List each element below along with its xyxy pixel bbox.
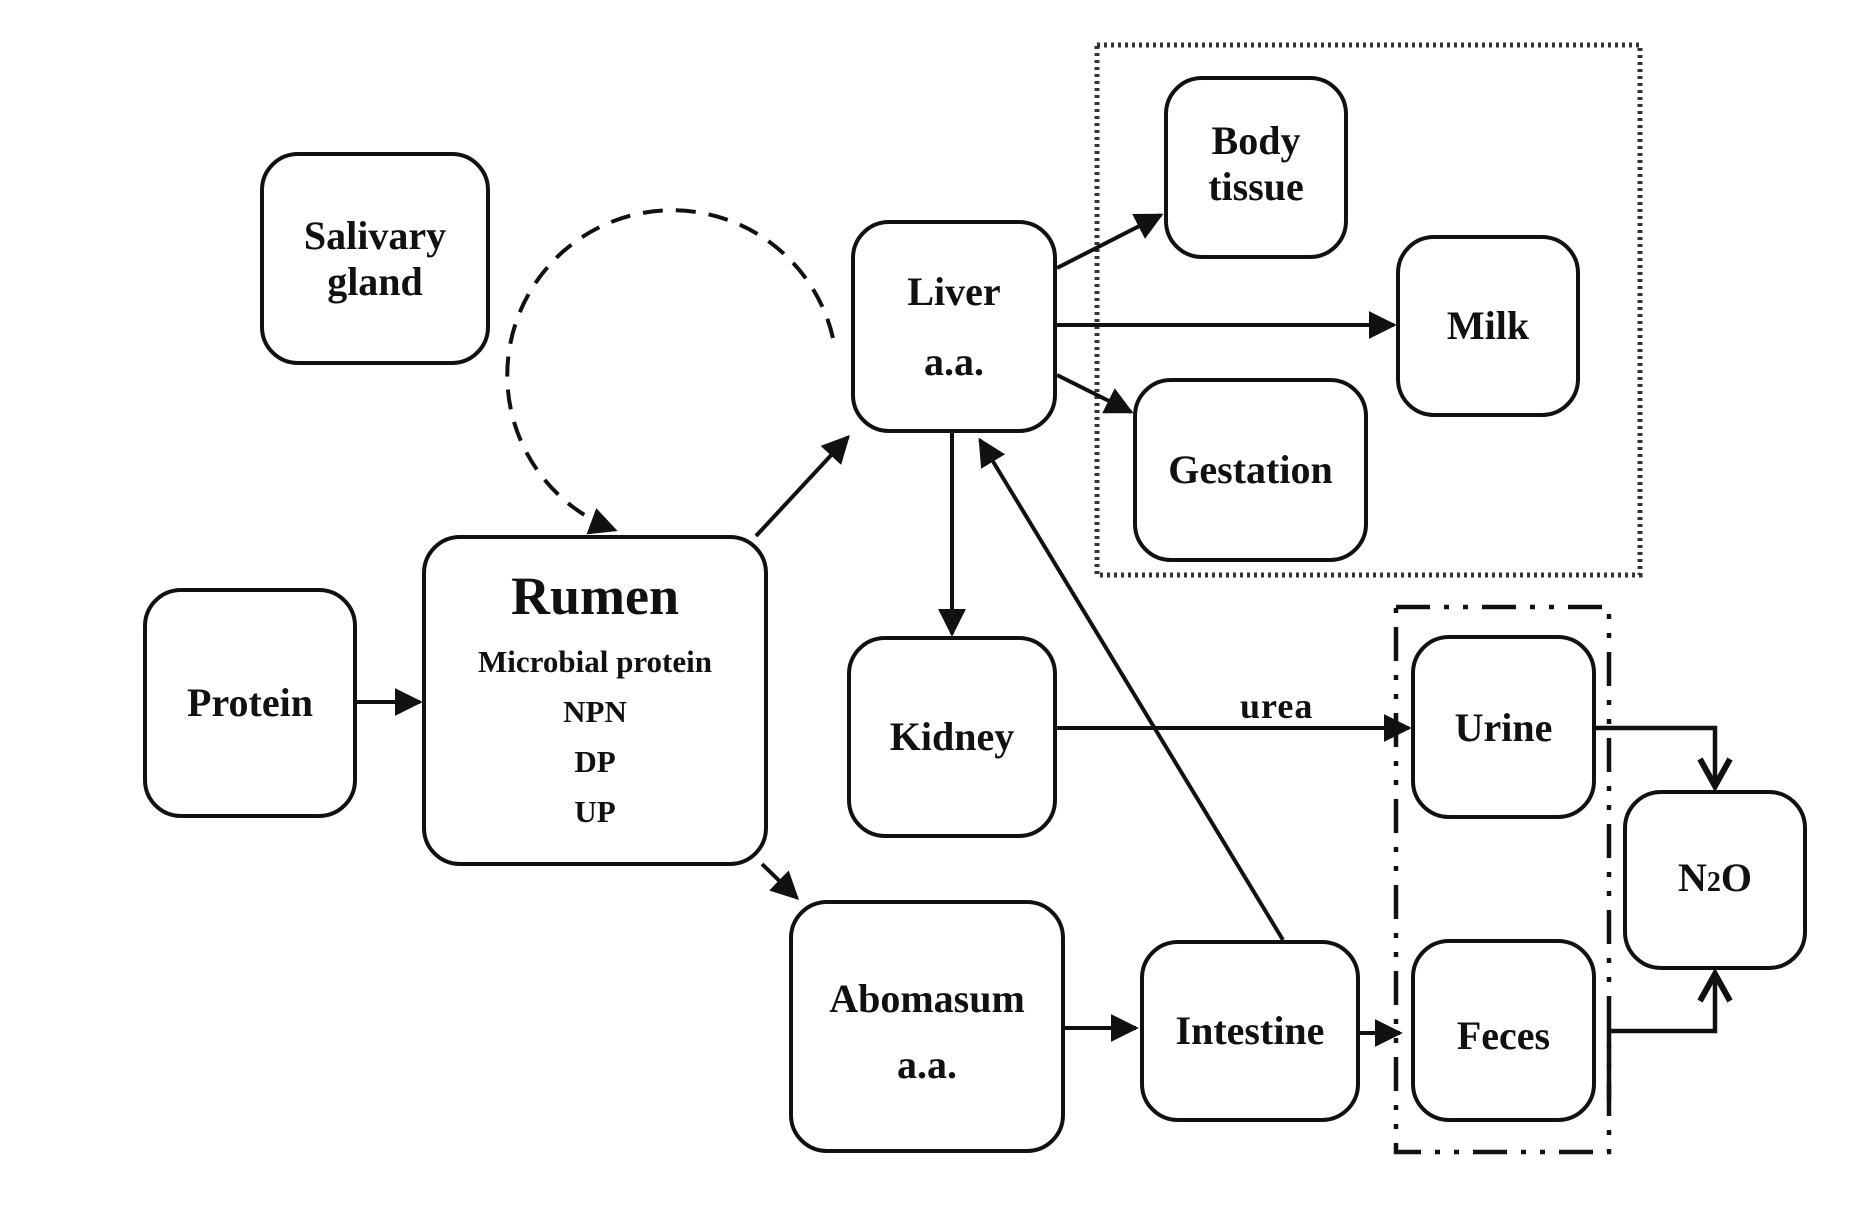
node-liver: Liver a.a. <box>851 220 1057 433</box>
edge-intestine-liver <box>978 437 1285 942</box>
edge-urine-n2o <box>1596 725 1715 786</box>
edge-rumen-abomasum <box>760 862 800 900</box>
node-label: Liver <box>907 268 1001 314</box>
node-feces: Feces <box>1411 939 1596 1122</box>
node-body-tissue: Body tissue <box>1164 76 1348 259</box>
node-label: UP <box>574 794 616 829</box>
node-label: Urine <box>1454 705 1553 750</box>
edge-salivary-rumen <box>505 208 835 535</box>
node-label: N2O <box>1678 855 1752 906</box>
node-intestine: Intestine <box>1140 940 1360 1122</box>
node-n2o: N2O <box>1623 790 1807 970</box>
node-label: a.a. <box>897 1042 957 1087</box>
node-label: DP <box>574 744 616 779</box>
node-label: NPN <box>563 694 627 729</box>
node-label: Milk <box>1446 303 1530 348</box>
node-label: Kidney <box>889 714 1015 759</box>
node-protein: Protein <box>143 588 357 818</box>
node-label: Abomasum <box>829 976 1025 1021</box>
n2o-prefix: N <box>1677 854 1707 900</box>
node-urine: Urine <box>1411 635 1596 819</box>
node-label: tissue <box>1208 164 1304 209</box>
node-label: gland <box>327 258 423 304</box>
node-abomasum: Abomasum a.a. <box>789 900 1065 1153</box>
node-rumen: Rumen Microbial protein NPN DP UP <box>422 535 768 866</box>
node-label: Protein <box>187 680 313 725</box>
products-group-outline <box>1094 42 1643 578</box>
edge-feces-n2o <box>1606 974 1715 1100</box>
excreta-group-outline <box>1393 604 1612 1155</box>
edge-label-urea: urea <box>1240 686 1314 726</box>
node-label: Gestation <box>1168 447 1333 492</box>
n2o-subscript: 2 <box>1706 866 1721 898</box>
n2o-suffix: O <box>1720 854 1752 900</box>
edge-rumen-liver <box>754 434 850 538</box>
node-label: Body <box>1211 118 1301 163</box>
node-label: a.a. <box>924 338 984 384</box>
node-label: Feces <box>1456 1013 1551 1058</box>
node-title: Rumen <box>510 566 679 626</box>
node-gestation: Gestation <box>1133 378 1368 562</box>
node-label: Salivary <box>303 212 447 258</box>
node-salivary-gland: Salivary gland <box>260 152 490 365</box>
node-label: Microbial protein <box>478 644 712 679</box>
node-milk: Milk <box>1396 235 1580 417</box>
node-kidney: Kidney <box>847 636 1057 838</box>
edge-liver-gestation <box>1056 373 1134 414</box>
node-label: Intestine <box>1175 1008 1325 1053</box>
edge-liver-body-tissue <box>1056 213 1164 270</box>
